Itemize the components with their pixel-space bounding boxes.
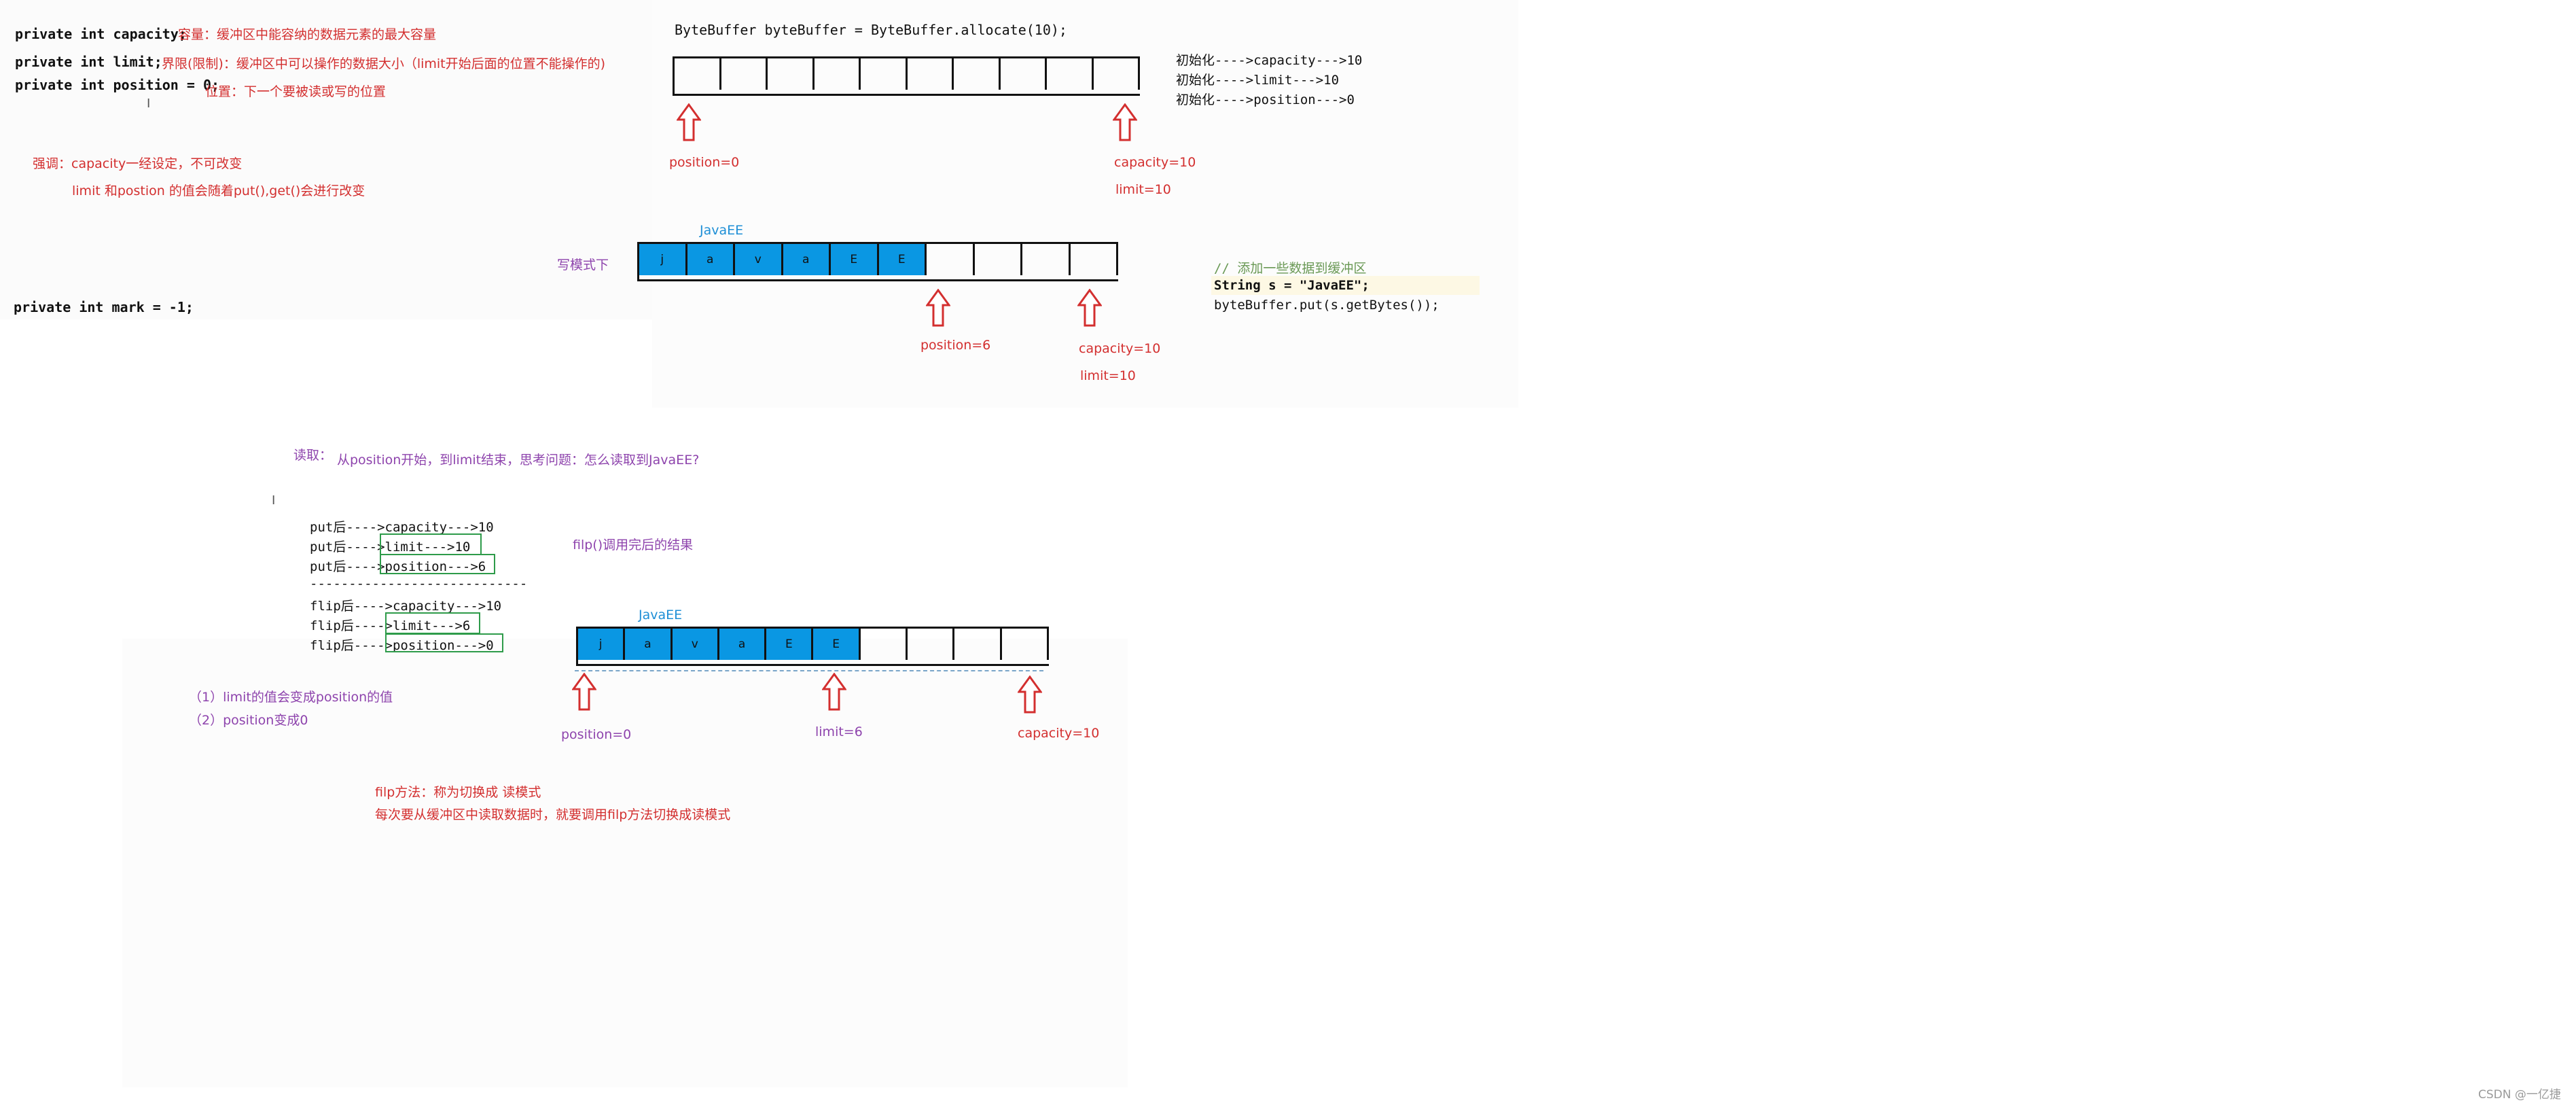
put-limit-box [380,533,482,555]
write-limit-label: limit=10 [1080,368,1136,383]
position-field-desc: 位置：下一个要被读或写的位置 [205,84,387,99]
buffer-cell: E [878,244,927,275]
right-panel [652,0,1518,408]
flip-position-box [385,633,503,652]
buffer-cell [1002,629,1049,660]
buffer-cell [975,244,1022,275]
flip-effect-2: （2）position变成0 [189,713,308,728]
buffer-cell [1047,58,1094,90]
read-position-label: position=0 [561,727,632,742]
up-arrow-icon [1113,103,1137,141]
buffer-cell [768,58,815,90]
up-arrow-icon [822,673,846,711]
init-capacity-line: 初始化---->capacity--->10 [1176,53,1363,68]
alloc-limit-label: limit=10 [1115,182,1171,197]
read-limit-label: limit=6 [815,724,863,739]
write-comment: // 添加一些数据到缓冲区 [1214,261,1367,276]
buffer-cell [675,58,721,90]
buffer-cell [1071,244,1118,275]
up-arrow-icon [677,103,701,141]
flip-capacity-line: flip后---->capacity--->10 [310,599,502,614]
buffer-cell [1001,58,1047,90]
read-capacity-label: capacity=10 [1018,726,1100,741]
up-arrow-icon [1018,676,1042,714]
put-limit-line: put后---->limit--->10 [310,540,471,555]
buffer-cell [861,629,908,660]
buffer-cell [1094,58,1140,90]
buffer-cell [954,629,1002,660]
put-position-box [380,554,495,574]
buffer-cell: E [813,629,861,660]
write-mode-label: 写模式下 [557,258,609,273]
buffer-cell: E [831,244,879,275]
buffer-cell [721,58,768,90]
init-limit-line: 初始化---->limit--->10 [1176,73,1340,88]
flip-desc-2: 每次要从缓冲区中读取数据时，就要调用filp方法切换成读模式 [375,807,731,822]
read-word-label: JavaEE [639,608,683,622]
buffer-cell [908,629,955,660]
up-arrow-icon [572,673,596,711]
note-limit-position: limit 和postion 的值会随着put(),get()会进行改变 [72,183,365,198]
buffer-cell: E [766,629,814,660]
flip-effect-1: （1）limit的值会变成position的值 [189,690,393,705]
write-word-label: JavaEE [700,223,744,238]
alloc-position-label: position=0 [669,155,740,170]
text-cursor-icon-2: I [272,493,276,508]
capacity-field-code: private int capacity; [15,26,187,42]
up-arrow-icon [926,289,950,327]
lower-panel [122,639,1128,1087]
buffer-cell: a [625,629,673,660]
write-code-line-1: String s = "JavaEE"; [1214,278,1370,293]
flip-limit-line: flip后---->limit--->6 [310,618,471,633]
buffer-cell: j [639,244,687,275]
buffer-cell [861,58,908,90]
allocated-buffer [673,56,1140,96]
position-field-code: private int position = 0; [15,77,220,93]
limit-field-desc: 界限(限制)：缓冲区中可以操作的数据大小（limit开始后面的位置不能操作的) [162,56,606,71]
flip-result-label: filp()调用完后的结果 [573,538,694,552]
read-question: 从position开始，到limit结束，思考问题：怎么读取到JavaEE? [337,453,700,468]
buffer-cell: v [735,244,783,275]
allocate-code: ByteBuffer byteBuffer = ByteBuffer.alloc… [675,22,1067,38]
mark-field-code: private int mark = -1; [14,299,194,315]
flip-desc-1: filp方法：称为切换成 读模式 [375,785,541,800]
up-arrow-icon [1077,289,1102,327]
buffer-cell: v [672,629,719,660]
buffer-cell [815,58,861,90]
watermark: CSDN @一亿捷 [2478,1088,2561,1102]
flip-position-line: flip后---->position--->0 [310,638,494,653]
flip-limit-box [385,612,480,634]
put-position-line: put后---->position--->6 [310,559,486,574]
buffer-cell [954,58,1001,90]
put-capacity-line: put后---->capacity--->10 [310,520,494,535]
read-heading: 读取： [293,448,333,463]
write-position-label: position=6 [920,338,991,353]
limit-field-code: private int limit; [15,54,162,70]
left-panel [0,0,652,319]
code-highlight [1211,276,1480,295]
buffer-cell: j [578,629,626,660]
write-code-line-2: byteBuffer.put(s.getBytes()); [1214,298,1439,313]
buffer-cell: a [783,244,831,275]
text-cursor-icon: I [147,97,151,111]
note-capacity: 强调：capacity一经设定，不可改变 [33,156,243,171]
init-position-line: 初始化---->position--->0 [1176,92,1355,107]
capacity-field-desc: 容量：缓冲区中能容纳的数据元素的最大容量 [178,27,437,42]
buffer-cell: a [719,629,767,660]
buffer-cell [927,244,975,275]
separator-line: ---------------------------- [310,576,528,591]
buffer-cell [908,58,954,90]
write-capacity-label: capacity=10 [1079,341,1161,356]
buffer-cell [1022,244,1071,275]
read-range-line [575,670,1043,671]
buffer-cell: a [687,244,735,275]
alloc-capacity-label: capacity=10 [1114,155,1196,170]
